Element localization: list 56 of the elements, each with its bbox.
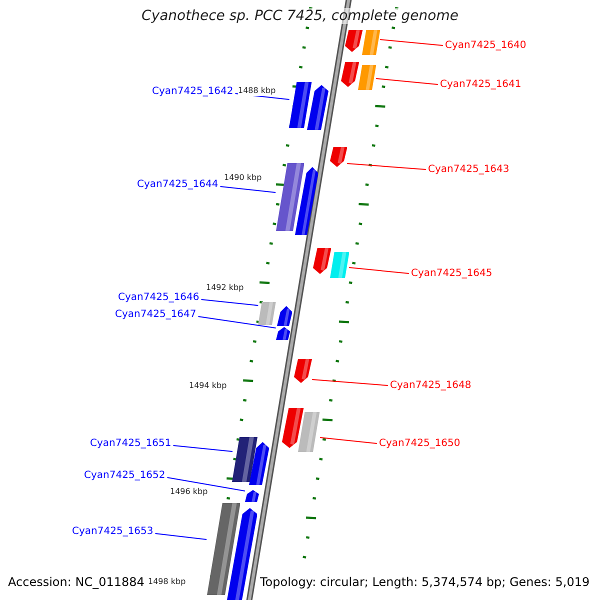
gene-label: Cyan7425_1646	[118, 292, 200, 303]
gene-segment	[244, 490, 259, 502]
gene-segment	[362, 30, 380, 55]
gene-segment	[206, 503, 240, 595]
position-label: 1496 kbp	[170, 487, 208, 497]
gene-segment	[232, 437, 258, 482]
gene-label: Cyan7425_1641	[440, 79, 522, 90]
gene-segment	[340, 62, 359, 87]
gene-label: Cyan7425_1650	[379, 438, 460, 449]
leader-line	[375, 78, 438, 85]
gene-label: Cyan7425_1643	[428, 164, 510, 175]
gene-label: Cyan7425_1645	[411, 268, 492, 279]
gene-label: Cyan7425_1648	[390, 380, 472, 391]
gene-segment	[276, 306, 292, 326]
gene-segment	[282, 408, 304, 448]
gene-segment	[307, 85, 329, 130]
leader-line	[172, 445, 233, 452]
position-label: 1492 kbp	[206, 283, 244, 293]
position-label: 1490 kbp	[224, 173, 262, 183]
gene-segment	[345, 30, 363, 52]
gene-label: Cyan7425_1644	[137, 179, 218, 190]
gene-segment	[294, 167, 318, 235]
position-label: 1498 kbp	[148, 577, 186, 587]
gene-segment	[312, 248, 331, 274]
gene-label: Cyan7425_1642	[152, 86, 234, 97]
gene-label: Cyan7425_1653	[72, 526, 154, 537]
gene-label: Cyan7425_1651	[90, 438, 172, 449]
gene-segment	[276, 327, 290, 340]
gene-segment	[289, 82, 312, 128]
gene-segment	[258, 302, 276, 325]
leader-line	[379, 39, 444, 46]
gene-segment	[330, 147, 347, 167]
leader-line	[166, 477, 246, 492]
leader-line	[220, 186, 276, 193]
leader-line	[154, 533, 208, 540]
info-text: Topology: circular; Length: 5,374,574 bp; Genes: 5,019	[260, 575, 590, 589]
gene-segment	[226, 508, 257, 600]
leader-line	[198, 316, 276, 328]
gene-segment	[248, 442, 269, 485]
gene-label: Cyan7425_1640	[445, 40, 526, 51]
gene-label: Cyan7425_1652	[84, 470, 166, 481]
gene-segment	[358, 65, 376, 90]
gene-segment	[330, 252, 349, 278]
gene-segment	[294, 359, 312, 383]
title: Cyanothece sp. PCC 7425, complete genome	[142, 8, 458, 24]
gene-label: Cyan7425_1647	[115, 309, 196, 320]
leader-line	[319, 437, 378, 444]
position-label: 1494 kbp	[189, 381, 227, 391]
gene-segment	[276, 163, 304, 231]
position-label: 1488 kbp	[238, 86, 276, 96]
leader-line	[348, 267, 410, 274]
info-text: Accession: NC_011884	[8, 575, 144, 589]
leader-line	[311, 379, 388, 386]
leader-line	[346, 163, 426, 170]
gene-segment	[298, 412, 320, 452]
leader-line	[200, 299, 259, 306]
